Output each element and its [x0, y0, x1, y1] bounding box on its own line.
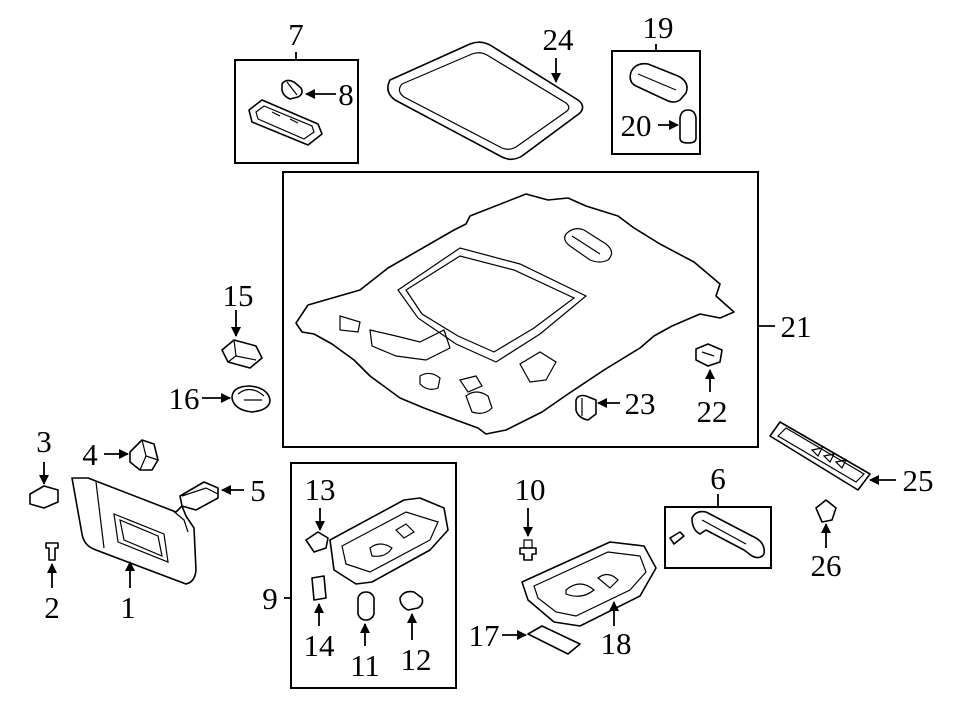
callout-9: 9	[262, 581, 278, 616]
callout-11: 11	[350, 648, 380, 683]
callout-8: 8	[338, 77, 354, 112]
callout-4: 4	[82, 437, 98, 472]
sunroof-seal-part	[387, 41, 584, 161]
callout-3: 3	[36, 424, 52, 459]
group-box-9	[290, 462, 457, 689]
callout-13: 13	[305, 472, 336, 507]
screw-part-10	[519, 539, 537, 561]
trim-part-25	[769, 421, 871, 491]
callout-21: 21	[781, 309, 812, 344]
lamp-part-19	[629, 62, 688, 103]
sun-visor-part-1	[71, 477, 197, 585]
callout-12: 12	[401, 642, 432, 677]
clip-part-14	[311, 575, 327, 601]
console-part-18	[521, 541, 657, 627]
retainer-part-16	[231, 385, 271, 413]
callout-24: 24	[543, 22, 575, 57]
clip-part-15	[221, 339, 263, 369]
callout-2: 2	[44, 590, 60, 625]
clip-part-26	[815, 499, 837, 523]
bracket-part-4	[129, 439, 159, 471]
callout-14: 14	[304, 628, 336, 663]
callout-6: 6	[710, 461, 726, 496]
clip-part-13	[305, 531, 329, 553]
callout-19: 19	[643, 10, 674, 45]
clip-part-3	[29, 485, 59, 509]
bulb-part-20	[679, 109, 697, 144]
bulb-part-8	[281, 79, 303, 100]
callout-23: 23	[625, 386, 656, 421]
callout-1: 1	[120, 590, 136, 625]
clip-part-22	[695, 343, 723, 367]
bulb-part-11	[357, 591, 375, 621]
group-box-21	[282, 171, 759, 448]
lens-part-17	[527, 625, 581, 655]
callout-26: 26	[811, 548, 842, 583]
sun-visor-highlight	[71, 477, 197, 585]
screw-part-6	[669, 531, 685, 545]
callout-5: 5	[250, 473, 266, 508]
callout-22: 22	[697, 394, 728, 429]
callout-17: 17	[469, 618, 500, 653]
callout-16: 16	[169, 381, 200, 416]
map-lamp-part-7	[248, 99, 323, 146]
callout-10: 10	[515, 472, 546, 507]
holder-part-5	[179, 481, 219, 511]
callout-18: 18	[601, 626, 632, 661]
bulb-part-12	[399, 590, 424, 611]
leader-arrows	[39, 44, 896, 646]
screw-part-2	[45, 542, 59, 561]
headliner-part-21	[295, 193, 735, 435]
clip-part-23	[575, 394, 597, 421]
callout-25: 25	[903, 463, 934, 498]
callout-15: 15	[223, 278, 254, 313]
grab-handle-part-6	[691, 510, 766, 559]
callout-7: 7	[288, 17, 304, 52]
console-part-9	[329, 497, 449, 585]
callout-20: 20	[621, 108, 652, 143]
